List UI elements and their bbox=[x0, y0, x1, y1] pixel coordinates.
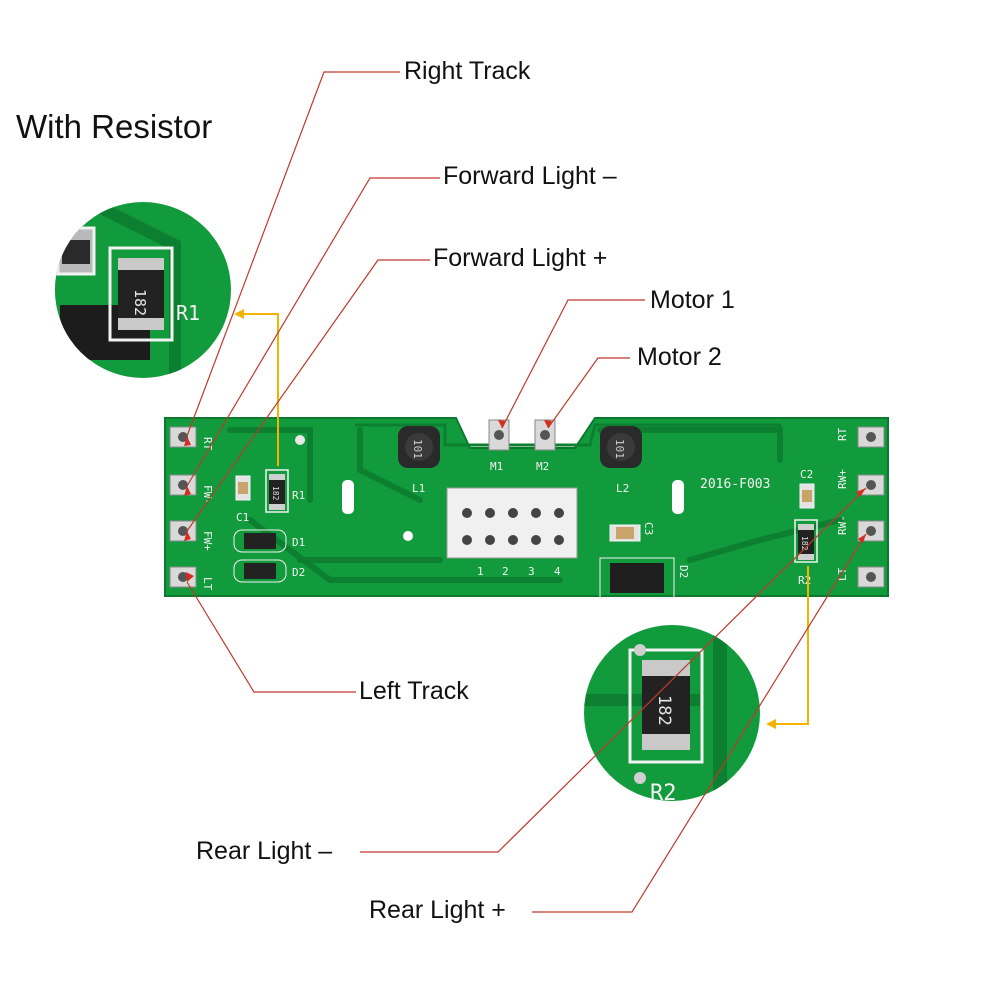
zoom-circle-right: 182 R2 bbox=[584, 625, 760, 806]
resistor-r2: 182 bbox=[794, 519, 818, 563]
capacitor-label-c2: C2 bbox=[800, 468, 813, 481]
inductor-code-l2: 101 bbox=[613, 439, 626, 459]
board-model: 2016-F003 bbox=[700, 477, 770, 492]
resistor-label-r1: R1 bbox=[292, 489, 305, 502]
pad-label-left-lt: LT bbox=[201, 577, 214, 591]
pad-right-lt bbox=[857, 566, 885, 588]
callout-line-forward-light-plus bbox=[186, 259, 430, 532]
pad-left-rt bbox=[169, 426, 197, 448]
callout-arrow-motor-1 bbox=[498, 420, 506, 428]
diode-label-d2-right: D2 bbox=[677, 565, 690, 578]
callout-arrow-forward-light-plus bbox=[184, 531, 191, 541]
connector-pin-2: 2 bbox=[502, 565, 509, 578]
inductor-l2: 101 bbox=[600, 426, 642, 468]
label-motor-1: Motor 1 bbox=[650, 286, 735, 314]
inductor-code-l1: 101 bbox=[411, 439, 424, 459]
pad-left-lt bbox=[169, 566, 197, 588]
pad-right-rt bbox=[857, 426, 885, 448]
motor-label-m2: M2 bbox=[536, 460, 549, 473]
motor-pad-m2 bbox=[534, 419, 556, 451]
callout-arrow-rear-light-plus bbox=[858, 534, 866, 543]
pad-label-left-rt: RT bbox=[201, 437, 214, 451]
capacitor-label-c3: C3 bbox=[642, 522, 655, 535]
callout-line-left-track bbox=[186, 581, 356, 693]
callout-arrow-motor-2 bbox=[544, 420, 552, 428]
connector-socket bbox=[446, 487, 578, 559]
page-title: With Resistor bbox=[16, 108, 213, 145]
zoom-pointer-right bbox=[766, 566, 809, 729]
callout-line-right-track bbox=[186, 71, 400, 437]
label-left-track: Left Track bbox=[359, 677, 469, 705]
zoom-right-designator: R2 bbox=[650, 781, 677, 806]
callout-line-rear-light-minus bbox=[360, 487, 867, 853]
inductor-label-l1: L1 bbox=[412, 482, 425, 495]
callout-line-rear-light-plus bbox=[532, 533, 867, 913]
pad-label-right-rw-plus: RW+ bbox=[836, 469, 849, 489]
label-right-track: Right Track bbox=[404, 57, 531, 85]
callout-arrow-right-track bbox=[184, 436, 191, 446]
callout-arrow-forward-light-minus bbox=[184, 486, 191, 496]
resistor-r1: 182 bbox=[265, 469, 289, 513]
capacitor-c2 bbox=[799, 483, 815, 509]
inductor-l1: 101 bbox=[398, 426, 440, 468]
resistor-code-r2: 182 bbox=[800, 536, 809, 551]
pad-label-left-fw-minus: FW- bbox=[201, 485, 214, 505]
pad-label-right-rw-minus: RW- bbox=[836, 515, 849, 535]
label-rear-light-minus: Rear Light – bbox=[196, 837, 333, 865]
zoom-left-code: 182 bbox=[131, 289, 149, 316]
callout-line-motor-1 bbox=[501, 299, 645, 429]
label-forward-light-plus: Forward Light + bbox=[433, 244, 608, 272]
callout-line-forward-light-minus bbox=[186, 177, 440, 487]
pad-left-fw-minus bbox=[169, 474, 197, 496]
zoom-pointer-left bbox=[234, 309, 279, 466]
motor-pad-m1 bbox=[488, 419, 510, 451]
diode-label-d2-left: D2 bbox=[292, 566, 305, 579]
resistor-code-r1: 182 bbox=[271, 486, 280, 501]
callout-line-motor-2 bbox=[547, 357, 630, 429]
capacitor-c1 bbox=[235, 475, 251, 501]
callout-arrow-rear-light-minus bbox=[856, 488, 866, 497]
zoom-left-designator: R1 bbox=[176, 301, 200, 325]
zoom-right-code: 182 bbox=[654, 695, 674, 726]
pad-label-left-fw-plus: FW+ bbox=[201, 531, 214, 551]
capacitor-label-c1: C1 bbox=[236, 511, 249, 524]
motor-label-m1: M1 bbox=[490, 460, 503, 473]
pad-label-right-rt: RT bbox=[836, 427, 849, 441]
connector-pin-1: 1 bbox=[477, 565, 484, 578]
diode-d2-right bbox=[599, 557, 675, 599]
resistor-label-r2: R2 bbox=[798, 574, 811, 587]
inductor-label-l2: L2 bbox=[616, 482, 629, 495]
label-motor-2: Motor 2 bbox=[637, 343, 722, 371]
callout-arrow-left-track bbox=[186, 572, 194, 582]
connector-pin-3: 3 bbox=[528, 565, 535, 578]
connector-pin-4: 4 bbox=[554, 565, 561, 578]
capacitor-c3 bbox=[609, 524, 641, 542]
diode-label-d1: D1 bbox=[292, 536, 305, 549]
diode-d2-left bbox=[233, 559, 287, 583]
label-rear-light-plus: Rear Light + bbox=[369, 896, 506, 924]
label-forward-light-minus: Forward Light – bbox=[443, 162, 617, 190]
diode-d1 bbox=[233, 529, 287, 553]
zoom-circle-left: 182 R1 bbox=[55, 202, 231, 378]
